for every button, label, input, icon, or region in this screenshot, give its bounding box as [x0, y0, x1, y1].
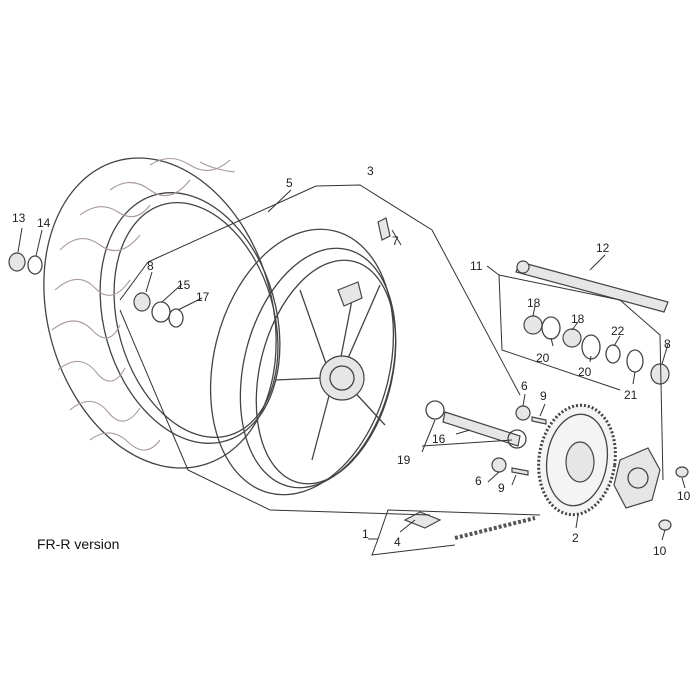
callout-4: 4 — [394, 535, 401, 549]
callout-8a: 8 — [147, 259, 154, 273]
callout-10b: 10 — [653, 544, 667, 558]
callout-3: 3 — [367, 164, 374, 178]
callout-9b: 9 — [498, 481, 505, 495]
callout-10a: 10 — [677, 489, 691, 503]
callout-7: 7 — [392, 234, 399, 248]
callout-2: 2 — [572, 531, 579, 545]
callout-18b: 18 — [571, 312, 585, 326]
callout-15: 15 — [177, 278, 191, 292]
callout-8b: 8 — [664, 337, 671, 351]
callout-1: 1 — [362, 527, 369, 541]
callout-13: 13 — [12, 211, 26, 225]
callout-labels: 1 2 3 4 5 6 6 7 8 8 9 9 10 10 11 12 13 1… — [12, 164, 691, 558]
left-spacers — [8, 252, 184, 328]
callout-21: 21 — [624, 388, 638, 402]
callout-20a: 20 — [536, 351, 550, 365]
version-caption: FR-R version — [37, 536, 119, 552]
callout-14: 14 — [37, 216, 51, 230]
callout-22: 22 — [611, 324, 625, 338]
callout-19: 19 — [397, 453, 411, 467]
callout-6b: 6 — [475, 474, 482, 488]
callout-12: 12 — [596, 241, 610, 255]
axle — [515, 260, 669, 313]
carrier-bearings — [523, 315, 670, 385]
callout-5: 5 — [286, 176, 293, 190]
callout-18a: 18 — [527, 296, 541, 310]
sprocket-carrier — [613, 447, 661, 509]
sprocket — [537, 403, 617, 517]
wheel-rim — [209, 217, 397, 496]
callout-9a: 9 — [540, 389, 547, 403]
callout-11: 11 — [470, 259, 483, 273]
leader-lines — [17, 184, 686, 556]
hub-spacers — [425, 400, 547, 476]
callout-6a: 6 — [521, 379, 528, 393]
tire — [43, 157, 281, 469]
callout-16: 16 — [432, 432, 446, 446]
chain-kit — [403, 511, 536, 540]
callout-20b: 20 — [578, 365, 592, 379]
callout-17: 17 — [196, 290, 210, 304]
